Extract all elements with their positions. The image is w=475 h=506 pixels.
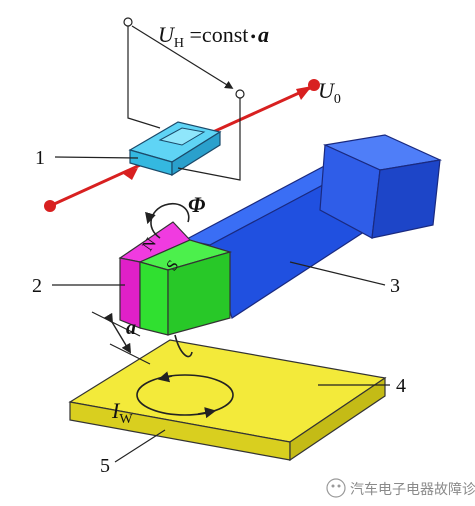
permanent-magnet [118,221,233,336]
eddy-current-label: IW [111,398,133,427]
hall-element [44,79,320,212]
watermark-text: 汽车电子电器故障诊断 [350,481,475,497]
callout-leaders [52,156,390,463]
watermark: 汽车电子电器故障诊断 [326,478,475,498]
eddy-current-loop [136,371,234,419]
gap-label: a [126,317,136,339]
flux-loop [145,203,193,358]
output-voltage-label: U0 [318,78,341,107]
flux-symbol: Φ [188,192,205,217]
callout-5: 5 [100,455,110,477]
eddy-current-plate [68,339,387,462]
hall-output-wiring [123,17,245,181]
callout-4: 4 [396,375,406,397]
callout-3: 3 [390,275,400,297]
gap-dimension [91,311,151,365]
formula-label: UH =const•a [158,22,269,51]
callout-1: 1 [35,147,45,169]
callout-2: 2 [32,275,42,297]
